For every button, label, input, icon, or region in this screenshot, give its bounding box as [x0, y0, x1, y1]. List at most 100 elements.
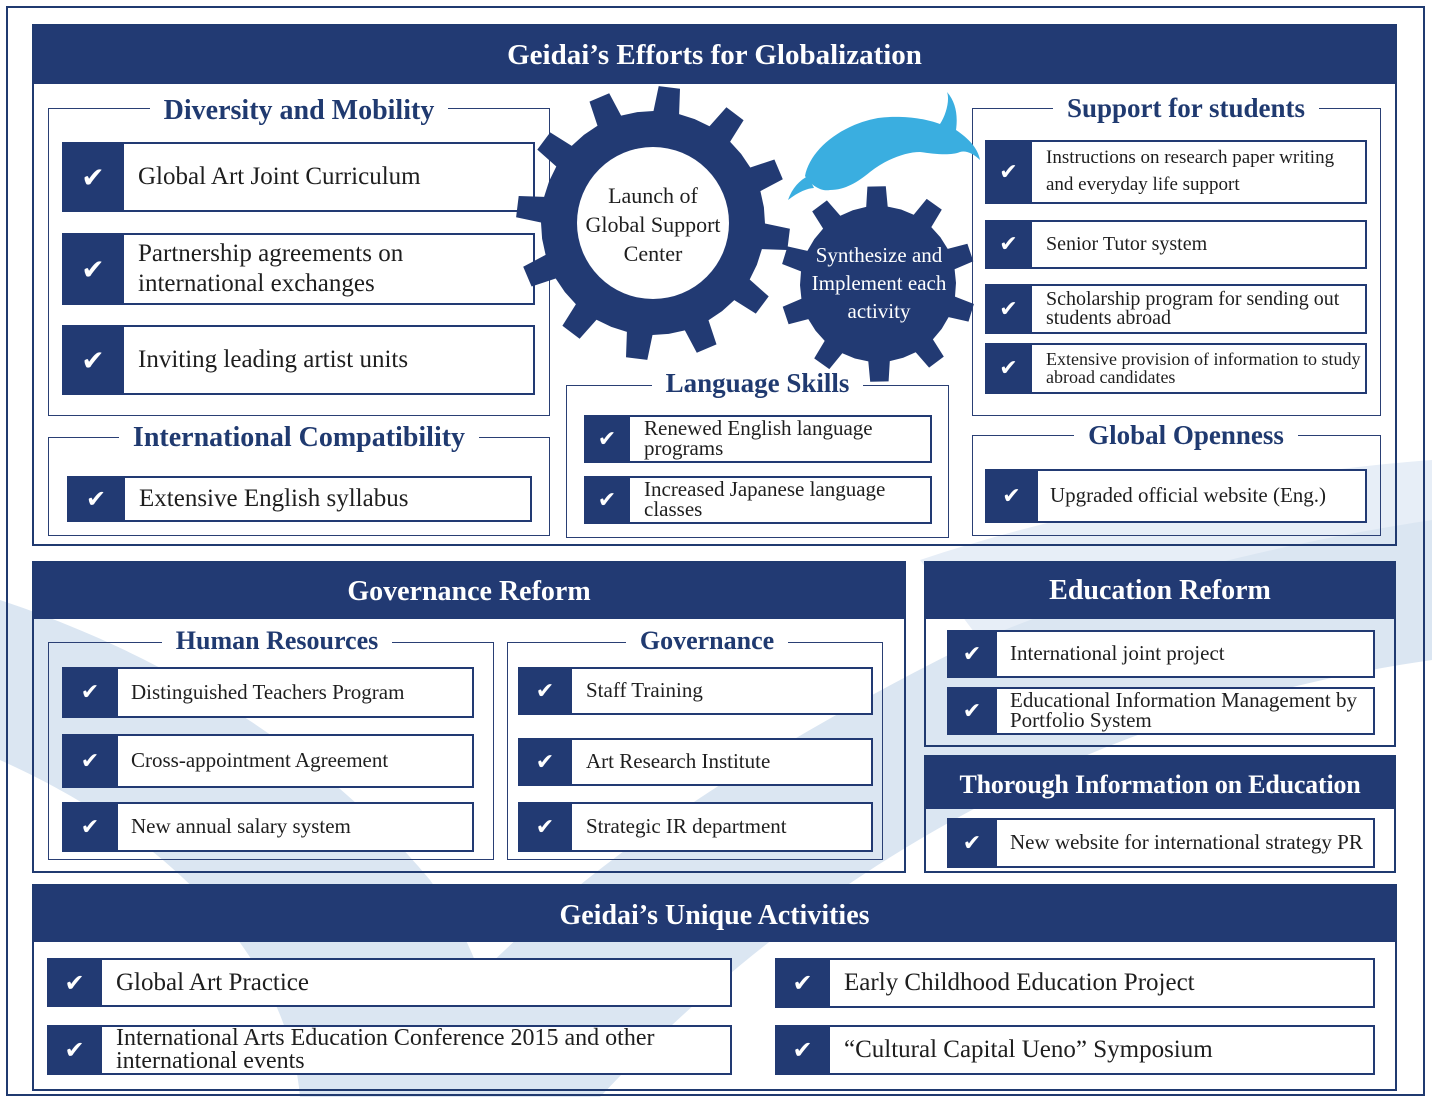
list-item: ✔ Staff Training [518, 667, 873, 715]
list-item: ✔ Increased Japanese language classes [584, 476, 932, 524]
item-label: International Arts Education Conference … [102, 1025, 732, 1075]
item-label: Cross-appointment Agreement [118, 734, 474, 788]
list-item: ✔ Instructions on research paper writing… [985, 140, 1367, 204]
check-icon: ✔ [584, 415, 630, 463]
item-label: International joint project [997, 630, 1375, 678]
governance-reform-title: Governance Reform [34, 563, 904, 619]
check-icon: ✔ [62, 233, 124, 305]
governance-title: Governance [625, 626, 789, 655]
check-icon: ✔ [518, 667, 572, 715]
language-title-wrap: Language Skills [566, 368, 949, 399]
dolphin-icon [788, 92, 980, 200]
list-item: ✔ New website for international strategy… [947, 818, 1375, 868]
item-label: Staff Training [572, 667, 873, 715]
openness-title-wrap: Global Openness [972, 420, 1400, 451]
item-label: Extensive provision of information to st… [1032, 343, 1367, 394]
governance-reform-section: Governance Reform [32, 561, 906, 873]
check-icon: ✔ [947, 687, 997, 735]
item-label: Early Childhood Education Project [830, 958, 1375, 1008]
human-resources-title: Human Resources [161, 626, 393, 655]
item-label: Global Art Joint Curriculum [124, 142, 535, 212]
check-icon: ✔ [62, 802, 118, 852]
list-item: ✔ Renewed English language programs [584, 415, 932, 463]
big-gear-hub [577, 147, 729, 299]
check-icon: ✔ [947, 818, 997, 868]
small-gear-label: Synthesize and Implement each activity [811, 243, 947, 323]
item-label: Strategic IR department [572, 802, 873, 852]
list-item: ✔ Art Research Institute [518, 738, 873, 786]
diversity-title: Diversity and Mobility [149, 95, 449, 126]
list-item: ✔ “Cultural Capital Ueno” Symposium [775, 1025, 1375, 1075]
list-item: ✔ Strategic IR department [518, 802, 873, 852]
list-item: ✔ Cross-appointment Agreement [62, 734, 474, 788]
item-label: Partnership agreements on international … [124, 233, 535, 305]
check-icon: ✔ [47, 958, 102, 1007]
small-gear-icon [782, 186, 974, 382]
item-label: Extensive English syllabus [125, 476, 532, 522]
list-item: ✔ New annual salary system [62, 802, 474, 852]
list-item: ✔ Global Art Joint Curriculum [62, 142, 535, 212]
check-icon: ✔ [518, 738, 572, 786]
item-label: New website for international strategy P… [997, 818, 1375, 868]
list-item: ✔ International joint project [947, 630, 1375, 678]
list-item: ✔ Inviting leading artist units [62, 325, 535, 395]
thorough-info-title: Thorough Information on Education [926, 757, 1394, 809]
governance-title-wrap: Governance [507, 626, 907, 656]
check-icon: ✔ [775, 1025, 830, 1075]
list-item: ✔ Extensive English syllabus [67, 476, 532, 522]
item-label: Distinguished Teachers Program [118, 667, 474, 718]
item-label: Scholarship program for sending out stud… [1032, 284, 1367, 334]
list-item: ✔ International Arts Education Conferenc… [47, 1025, 732, 1075]
check-icon: ✔ [62, 734, 118, 788]
education-reform-title: Education Reform [926, 563, 1394, 619]
list-item: ✔ Educational Information Management by … [947, 687, 1375, 735]
education-reform-section: Education Reform [924, 561, 1396, 747]
list-item: ✔ Senior Tutor system [985, 220, 1367, 269]
check-icon: ✔ [518, 802, 572, 852]
check-icon: ✔ [47, 1025, 102, 1075]
item-label: Upgraded official website (Eng.) [1038, 469, 1367, 523]
list-item: ✔ Scholarship program for sending out st… [985, 284, 1367, 334]
item-label: Educational Information Management by Po… [997, 687, 1375, 735]
globalization-section: Geidai’s Efforts for Globalization [32, 24, 1397, 546]
check-icon: ✔ [775, 958, 830, 1008]
item-label: Renewed English language programs [630, 415, 932, 463]
unique-activities-title: Geidai’s Unique Activities [34, 886, 1395, 942]
item-label: Inviting leading artist units [124, 325, 535, 395]
item-label: New annual salary system [118, 802, 474, 852]
item-label: Senior Tutor system [1032, 220, 1367, 269]
list-item: ✔ Early Childhood Education Project [775, 958, 1375, 1008]
list-item: ✔ Upgraded official website (Eng.) [985, 469, 1367, 523]
check-icon: ✔ [62, 667, 118, 718]
human-resources-title-wrap: Human Resources [48, 626, 506, 656]
check-icon: ✔ [985, 469, 1038, 523]
check-icon: ✔ [985, 284, 1032, 334]
list-item: ✔ Distinguished Teachers Program [62, 667, 474, 718]
support-title-wrap: Support for students [972, 93, 1400, 124]
list-item: ✔ Global Art Practice [47, 958, 732, 1007]
openness-title: Global Openness [1074, 420, 1298, 450]
gears-graphic [516, 86, 980, 382]
list-item: ✔ Partnership agreements on internationa… [62, 233, 535, 305]
big-gear-label: Launch of Global Support Center [585, 183, 721, 266]
thorough-info-section: Thorough Information on Education [924, 755, 1396, 873]
diversity-title-wrap: Diversity and Mobility [48, 95, 550, 127]
support-title: Support for students [1052, 93, 1320, 123]
check-icon: ✔ [67, 476, 125, 522]
item-label: Art Research Institute [572, 738, 873, 786]
check-icon: ✔ [985, 343, 1032, 394]
check-icon: ✔ [62, 325, 124, 395]
item-label: Instructions on research paper writing a… [1032, 140, 1367, 204]
item-label: Global Art Practice [102, 958, 732, 1007]
outer-frame [6, 6, 1425, 1096]
globalization-title: Geidai’s Efforts for Globalization [34, 26, 1395, 84]
item-label: “Cultural Capital Ueno” Symposium [830, 1025, 1375, 1075]
check-icon: ✔ [584, 476, 630, 524]
check-icon: ✔ [985, 220, 1032, 269]
check-icon: ✔ [62, 142, 124, 212]
item-label: Increased Japanese language classes [630, 476, 932, 524]
check-icon: ✔ [947, 630, 997, 678]
check-icon: ✔ [985, 140, 1032, 204]
compatibility-title: International Compatibility [118, 422, 480, 453]
list-item: ✔ Extensive provision of information to … [985, 343, 1367, 394]
